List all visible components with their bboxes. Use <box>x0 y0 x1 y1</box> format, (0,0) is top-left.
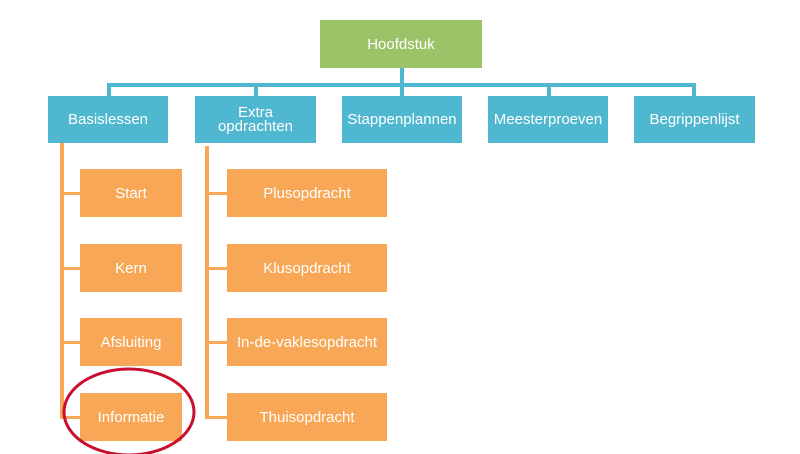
node-basislessen-label: Basislessen <box>67 111 149 128</box>
connector-thuisopdracht <box>205 416 227 419</box>
node-meesterproeven-label: Meesterproeven <box>493 111 603 128</box>
connector-basislessen <box>107 83 111 96</box>
connector-basislessen-trunk <box>60 143 64 419</box>
connector-afsluiting <box>60 341 80 344</box>
node-begrippenlijst-label: Begrippenlijst <box>649 111 740 128</box>
node-plusopdracht-label: Plusopdracht <box>263 184 351 202</box>
node-informatie-label: Informatie <box>97 408 165 426</box>
connector-plusopdracht <box>205 192 227 195</box>
node-in-de-vaklesopdracht-label: In-de-vaklesopdracht <box>236 333 378 351</box>
connector-stappenplannen <box>400 83 404 96</box>
node-kern: Kern <box>80 244 182 292</box>
node-stappenplannen-label: Stappenplannen <box>347 111 457 128</box>
node-meesterproeven: Meesterproeven <box>488 96 608 143</box>
node-start-label: Start <box>115 184 147 202</box>
connector-extra-trunk <box>205 146 209 419</box>
connector-meesterproeven <box>547 83 551 96</box>
node-extra-opdrachten-label: Extra opdrachten <box>217 103 294 135</box>
node-thuisopdracht: Thuisopdracht <box>227 393 387 441</box>
connector-extra-opdrachten <box>254 83 258 96</box>
connector-start <box>60 192 80 195</box>
node-klusopdracht: Klusopdracht <box>227 244 387 292</box>
node-start: Start <box>80 169 182 217</box>
node-klusopdracht-label: Klusopdracht <box>263 259 351 277</box>
node-basislessen: Basislessen <box>48 96 168 143</box>
root-node: Hoofdstuk <box>320 20 482 68</box>
node-thuisopdracht-label: Thuisopdracht <box>259 408 355 426</box>
node-begrippenlijst: Begrippenlijst <box>634 96 755 143</box>
connector-in-de-vaklesopdracht <box>205 341 227 344</box>
connector-kern <box>60 267 80 270</box>
connector-begrippenlijst <box>692 83 696 96</box>
highlight-circle <box>62 367 196 454</box>
node-informatie: Informatie <box>80 393 182 441</box>
node-extra-opdrachten: Extra opdrachten <box>195 96 316 143</box>
node-afsluiting: Afsluiting <box>80 318 182 366</box>
node-stappenplannen: Stappenplannen <box>342 96 462 143</box>
root-label: Hoofdstuk <box>367 35 435 53</box>
connector-klusopdracht <box>205 267 227 270</box>
connector-root-vertical <box>400 67 404 85</box>
node-kern-label: Kern <box>115 259 147 277</box>
node-plusopdracht: Plusopdracht <box>227 169 387 217</box>
node-afsluiting-label: Afsluiting <box>100 333 162 351</box>
node-in-de-vaklesopdracht: In-de-vaklesopdracht <box>227 318 387 366</box>
connector-informatie <box>60 416 80 419</box>
